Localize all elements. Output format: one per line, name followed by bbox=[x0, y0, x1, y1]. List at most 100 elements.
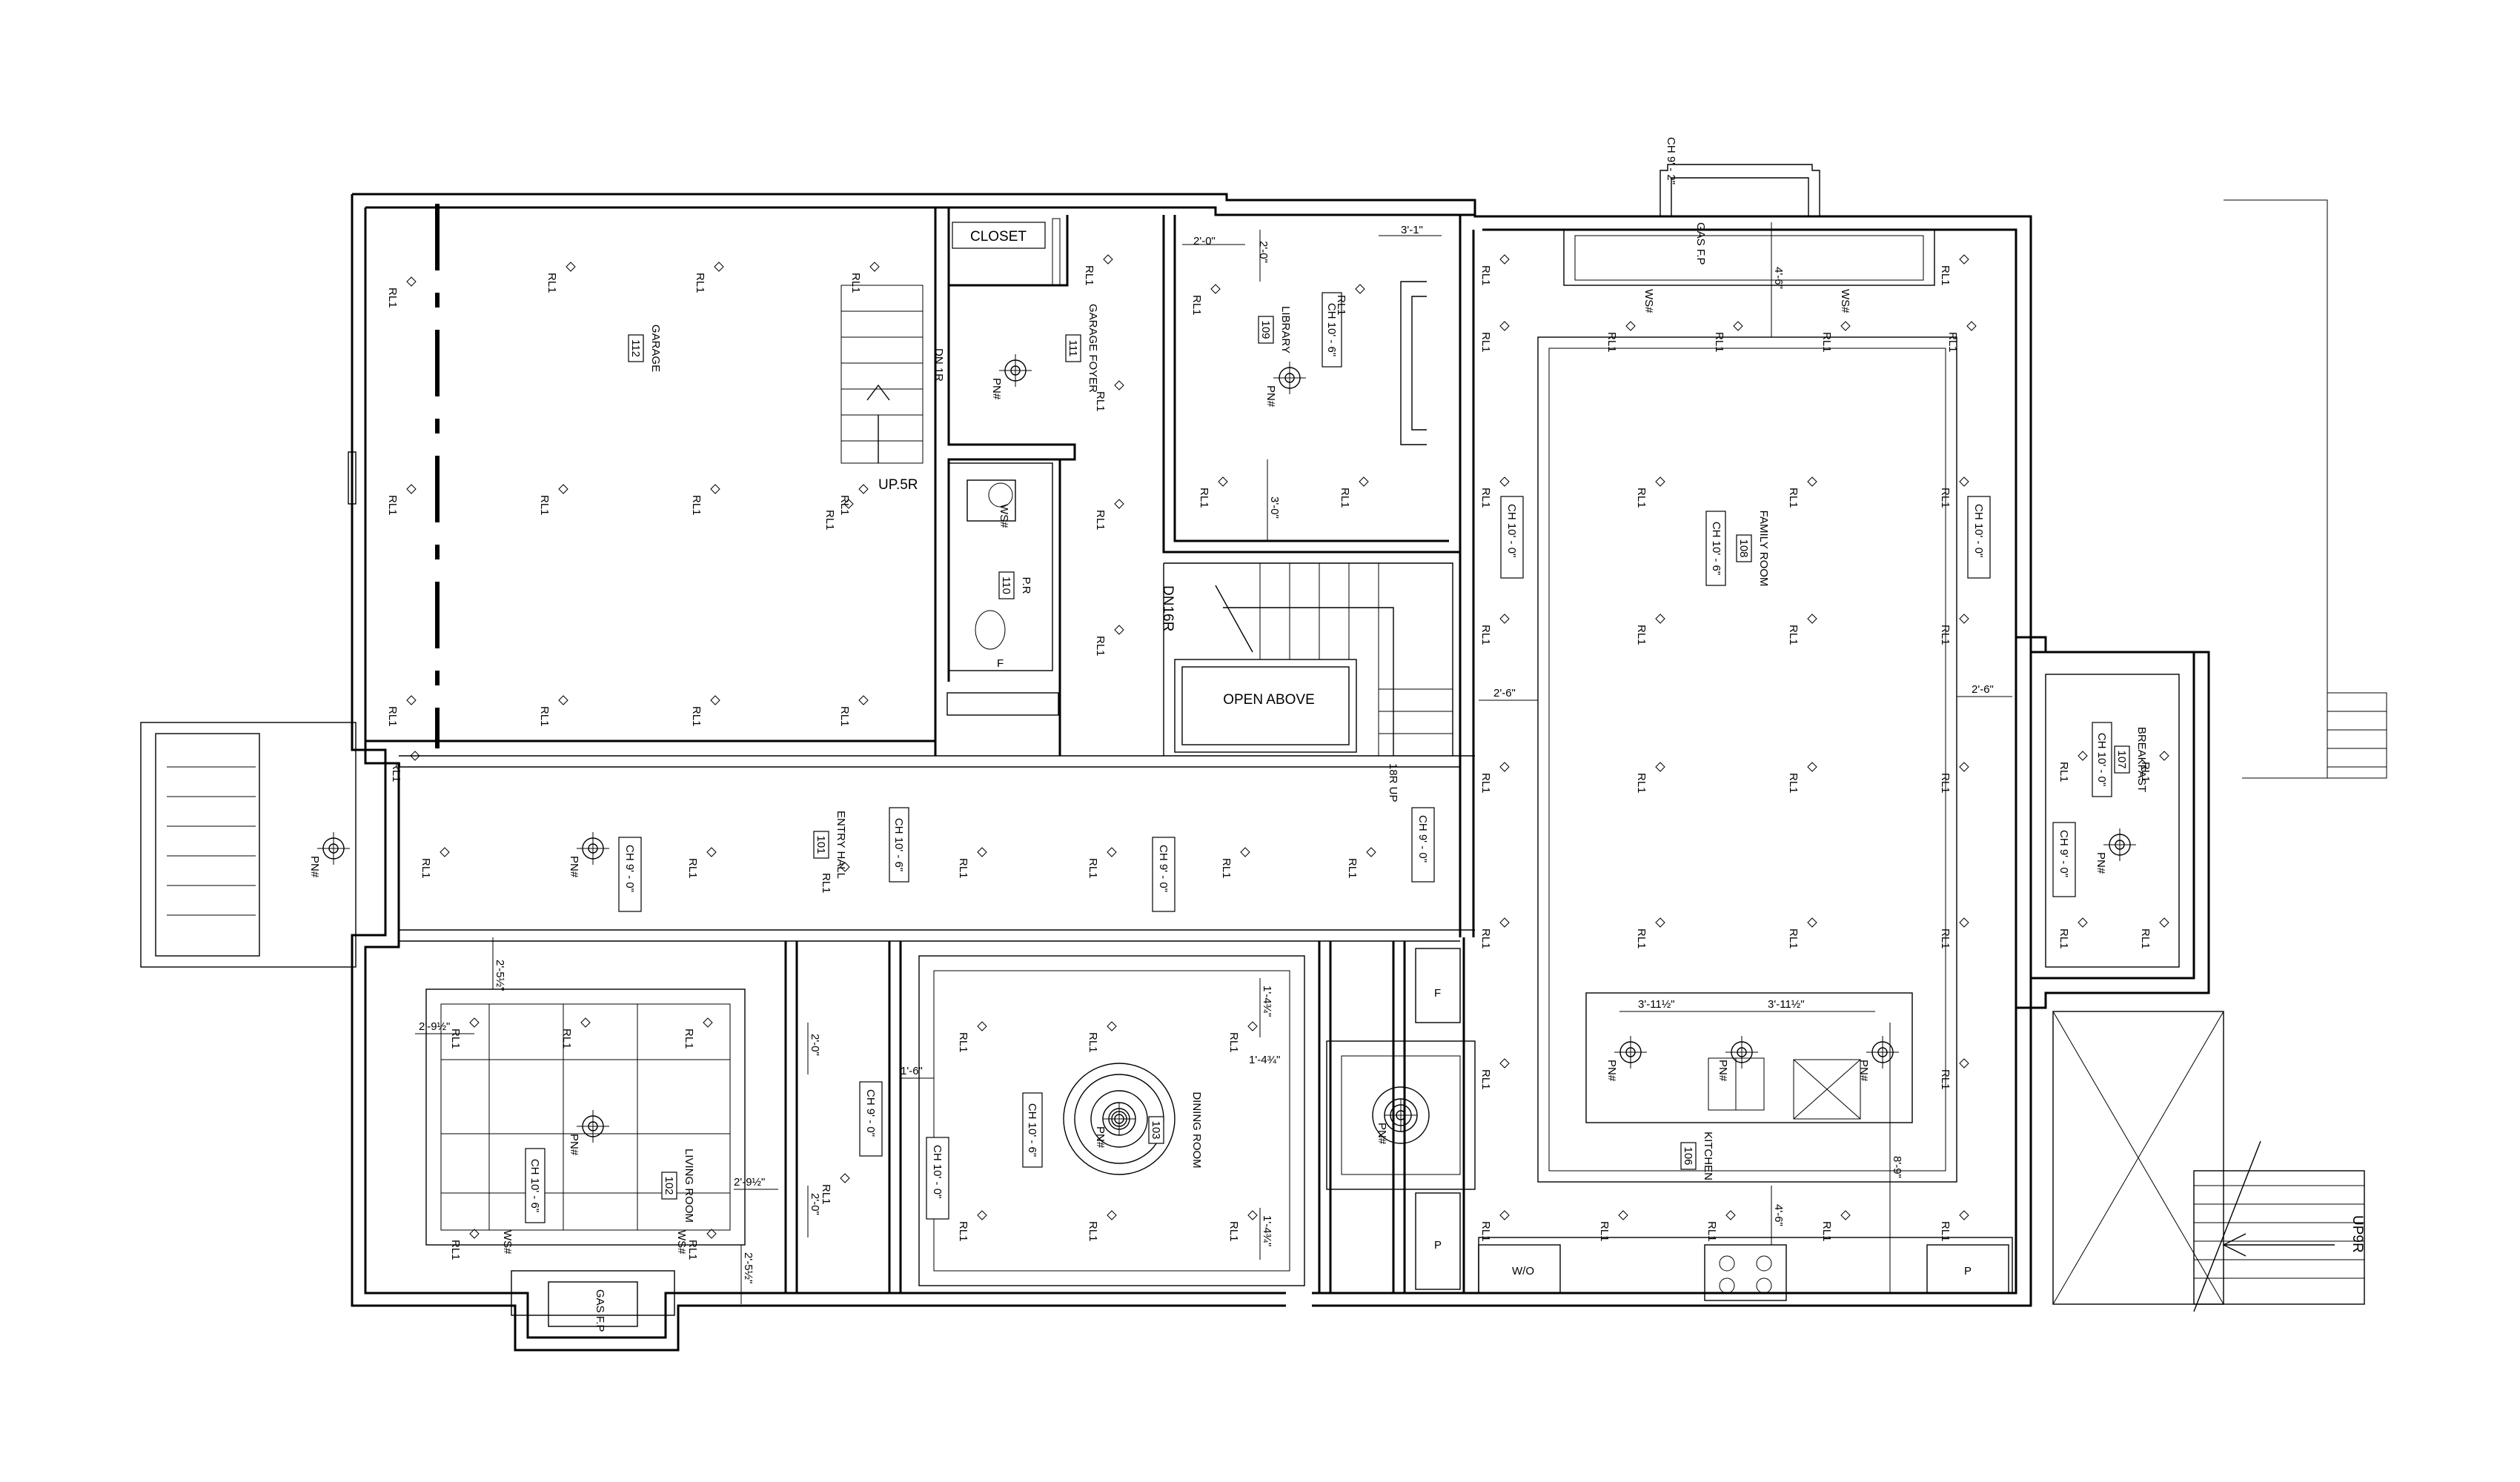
recessed-light-icon bbox=[1210, 284, 1221, 294]
rl-label: RL1 bbox=[1346, 858, 1359, 879]
gas-fp-living-label: GAS F.P bbox=[594, 1289, 606, 1332]
rl-label: RL1 bbox=[686, 1240, 699, 1260]
recessed-light-icon bbox=[1247, 1021, 1258, 1031]
ws-label: WS# bbox=[675, 1230, 688, 1255]
dining-room-detail bbox=[918, 955, 1305, 1286]
pendant-light-icon bbox=[1273, 362, 1306, 394]
recessed-light-icon bbox=[1499, 1058, 1510, 1069]
ceiling-top-label: CH 9' - 2" bbox=[1665, 137, 1677, 185]
pn-label: PN# bbox=[1857, 1060, 1870, 1082]
rl-label: RL1 bbox=[449, 1240, 462, 1260]
pn-label: PN# bbox=[568, 856, 580, 878]
ws-label: WS# bbox=[1839, 289, 1851, 313]
recessed-light-icon bbox=[2159, 917, 2169, 928]
rl-label: RL1 bbox=[1787, 625, 1800, 645]
recessed-light-icon bbox=[1499, 476, 1510, 487]
pantry-1: F bbox=[1434, 987, 1441, 1000]
ws-label: WS# bbox=[1642, 289, 1655, 313]
rl-label: RL1 bbox=[820, 1184, 832, 1205]
wo-label: W/O bbox=[1512, 1265, 1534, 1277]
ceiling-east-family: CH 10' - 0" bbox=[1972, 504, 1985, 557]
recessed-light-icon bbox=[1107, 847, 1117, 857]
recessed-light-icon bbox=[1655, 614, 1665, 624]
recessed-light-icon bbox=[869, 262, 880, 272]
library-shelves bbox=[1400, 281, 1427, 445]
svg-text:4'-6": 4'-6" bbox=[1772, 267, 1785, 289]
recessed-light-icon bbox=[706, 1229, 717, 1239]
svg-text:2'-0": 2'-0" bbox=[809, 1193, 821, 1215]
rl-label: RL1 bbox=[1227, 1221, 1240, 1242]
stair-dn-label: DN16R bbox=[1160, 585, 1176, 631]
rl-label: RL1 bbox=[1713, 332, 1725, 353]
recessed-light-icon bbox=[1725, 1210, 1736, 1220]
recessed-light-icon bbox=[858, 695, 869, 705]
rl-label: RL1 bbox=[1598, 1221, 1611, 1242]
rl-label: RL1 bbox=[386, 706, 399, 727]
rl-label: RL1 bbox=[1635, 773, 1648, 794]
svg-text:DINING ROOM: DINING ROOM bbox=[1190, 1091, 1203, 1168]
recessed-light-icon bbox=[840, 1173, 850, 1183]
recessed-light-icon bbox=[1959, 917, 1969, 928]
svg-text:111: 111 bbox=[1067, 340, 1079, 357]
rl-label: RL1 bbox=[957, 858, 969, 879]
recessed-light-icon bbox=[1107, 1210, 1117, 1220]
recessed-light-icon bbox=[710, 695, 720, 705]
svg-text:LIVING ROOM: LIVING ROOM bbox=[683, 1149, 695, 1223]
rl-label: RL1 bbox=[560, 1029, 573, 1049]
garage-detail bbox=[348, 204, 924, 748]
rl-label: RL1 bbox=[2139, 928, 2152, 949]
plan-notes: OPEN ABOVE DN16R UP.5R 18R UP UP9R GAS F… bbox=[594, 137, 2365, 1332]
recessed-light-icon bbox=[840, 862, 850, 872]
recessed-light-icon bbox=[1499, 321, 1510, 331]
svg-text:2'-9½": 2'-9½" bbox=[419, 1020, 450, 1033]
recessed-light-icon bbox=[977, 847, 987, 857]
recessed-light-icon bbox=[1499, 762, 1510, 772]
svg-text:CH 10' - 0": CH 10' - 0" bbox=[2095, 733, 2108, 786]
recessed-light-icon bbox=[1966, 321, 1977, 331]
rl-label: RL1 bbox=[449, 1029, 462, 1049]
rl-label: RL1 bbox=[1479, 1221, 1492, 1242]
recessed-light-icon bbox=[1107, 1021, 1117, 1031]
recessed-light-icon bbox=[1103, 254, 1113, 265]
rl-label: RL1 bbox=[1190, 295, 1203, 316]
svg-text:2'-5½": 2'-5½" bbox=[494, 960, 506, 991]
svg-text:1'-6": 1'-6" bbox=[901, 1065, 923, 1077]
rl-label: RL1 bbox=[1705, 1221, 1718, 1242]
recessed-light-icon bbox=[1499, 614, 1510, 624]
stair-up-right-label: UP9R bbox=[2350, 1215, 2365, 1253]
rl-label: RL1 bbox=[1939, 928, 1952, 949]
rl-label: RL1 bbox=[1094, 636, 1107, 657]
rl-label: RL1 bbox=[1479, 773, 1492, 794]
pendant-light-icon bbox=[1103, 1103, 1135, 1135]
garage-foyer-label: GARAGE FOYER 111 bbox=[1065, 304, 1099, 393]
recessed-light-icon bbox=[406, 484, 417, 494]
svg-text:102: 102 bbox=[663, 1176, 675, 1194]
svg-text:101: 101 bbox=[815, 835, 827, 854]
rl-label: RL1 bbox=[1087, 858, 1099, 879]
gas-fp-top-label: GAS F.P bbox=[1694, 222, 1707, 265]
rl-label: RL1 bbox=[1335, 295, 1347, 316]
recessed-lights bbox=[406, 254, 2169, 1239]
kitchen-label: KITCHEN 106 bbox=[1680, 1132, 1714, 1180]
powder-room-label: P.R 110 bbox=[998, 571, 1032, 599]
family-tray bbox=[1537, 229, 1957, 1183]
svg-text:3'-11½": 3'-11½" bbox=[1638, 998, 1675, 1011]
recessed-light-icon bbox=[1959, 1058, 1969, 1069]
rl-label: RL1 bbox=[1479, 625, 1492, 645]
rl-label: RL1 bbox=[838, 706, 851, 727]
svg-text:FAMILY ROOM: FAMILY ROOM bbox=[1757, 511, 1770, 587]
ceiling-hall-2: CH 9' - 0" bbox=[1157, 845, 1170, 892]
recessed-light-icon bbox=[1366, 847, 1376, 857]
pn-label: PN# bbox=[568, 1134, 580, 1156]
recessed-light-icon bbox=[1655, 917, 1665, 928]
rl-label: RL1 bbox=[1635, 488, 1648, 508]
rl-label: RL1 bbox=[546, 273, 558, 293]
recessed-light-icon bbox=[406, 695, 417, 705]
rl-label: RL1 bbox=[538, 706, 551, 727]
stair-up-garage-label: UP.5R bbox=[878, 477, 918, 493]
rl-label: RL1 bbox=[420, 858, 432, 879]
rl-label: RL1 bbox=[2058, 928, 2070, 949]
svg-text:CH 10' - 6": CH 10' - 6" bbox=[528, 1159, 541, 1212]
rl-label: RL1 bbox=[1787, 488, 1800, 508]
rl-label: RL1 bbox=[838, 495, 851, 516]
